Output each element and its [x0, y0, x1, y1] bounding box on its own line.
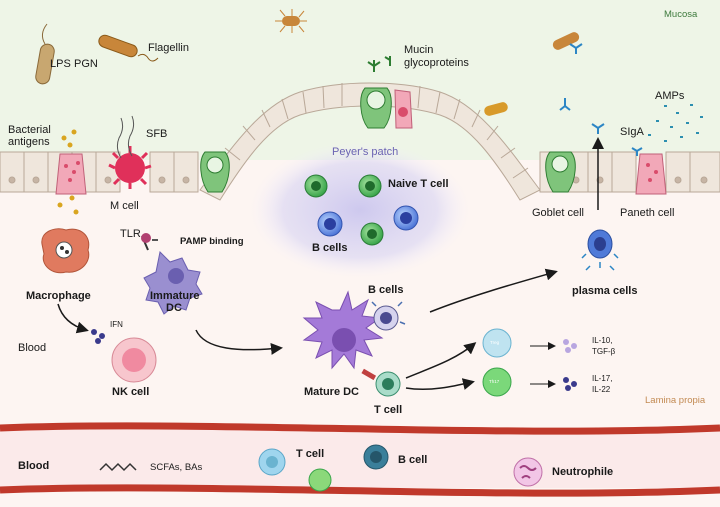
th17-cell-shape — [482, 367, 512, 397]
immature-dc-label-2: DC — [166, 302, 182, 314]
goblet-cell-right — [545, 151, 576, 193]
nk-cell-label: NK cell — [112, 386, 150, 398]
pamp-binding-label: PAMP binding — [180, 236, 244, 247]
mature-dc-shape — [302, 290, 384, 370]
scfa-zigzag — [99, 462, 137, 472]
scfa-label: SCFAs, BAs — [150, 462, 203, 473]
th17-label: Th17 — [489, 379, 500, 384]
right-bacterium — [484, 32, 580, 116]
paneth-cell-right — [635, 153, 667, 195]
mucosa-label: Mucosa — [664, 9, 698, 20]
ifn-dots — [91, 329, 105, 344]
dc-maturation-arrow — [195, 329, 283, 355]
amps-label: AMPs — [655, 90, 685, 102]
blood-vessel-lumen — [0, 428, 720, 488]
il10-dots — [563, 339, 577, 353]
mucin-label-2: glycoproteins — [404, 57, 469, 69]
epithelium-left — [0, 151, 199, 193]
flagellin-label: Flagellin — [148, 42, 189, 54]
mucin-label-1: Mucin — [404, 44, 434, 56]
macrophage-arrow — [57, 303, 89, 334]
peyers-patch-label: Peyer's patch — [332, 146, 399, 158]
vessel-t-cell-green — [308, 468, 332, 492]
il10-label-1: IL-10, — [592, 336, 613, 345]
peyers-patch-glow — [250, 142, 470, 278]
b-cells-label: B cells — [368, 284, 404, 296]
blood-side-label: Blood — [18, 342, 47, 354]
macrophage-label: Macrophage — [26, 290, 91, 302]
sfb-label: SFB — [146, 128, 168, 140]
treg-cell-shape — [482, 328, 512, 358]
goblet-cell-left — [200, 151, 230, 193]
vessel-wall-top — [0, 422, 720, 435]
lps-bacterium — [35, 23, 55, 85]
plasma-cells-label: plasma cells — [572, 285, 638, 297]
amps-dots — [648, 104, 703, 142]
vessel-wall-bottom — [0, 484, 720, 497]
tlr-receptor — [141, 233, 151, 243]
paneth-cell-left — [55, 153, 87, 195]
il10-label-2: TGF-β — [592, 347, 616, 356]
bacterial-antigens-label-1: Bacterial — [8, 124, 51, 136]
mucin-glyco — [367, 56, 391, 72]
treg-label: Treg — [490, 340, 500, 345]
il17-label-1: IL-17, — [592, 374, 613, 383]
goblet-cell-label: Goblet cell — [532, 207, 584, 219]
sigA-label: SIgA — [620, 126, 644, 138]
sigA-antibodies — [559, 43, 643, 156]
immature-dc-label-1: Immature — [150, 290, 200, 302]
t-to-th17-arrow — [405, 378, 475, 391]
il17-dots — [563, 377, 577, 391]
pgn-label: PGN — [74, 58, 98, 70]
plasma-cell-shape — [581, 229, 619, 271]
sfb-strand — [116, 117, 124, 159]
t-cell-label: T cell — [374, 404, 403, 416]
ifn-label: IFN — [110, 320, 123, 329]
vessel-t-cell-label: T cell — [296, 448, 325, 460]
antigen-dots — [57, 129, 79, 215]
lamina-propria-label: Lamina propia — [645, 395, 706, 406]
naive-t-cell-label: Naive T cell — [388, 178, 449, 190]
paneth-cell-label: Paneth cell — [620, 207, 675, 219]
neutrophile-label: Neutrophile — [552, 466, 614, 478]
bacterial-antigens-label-2: antigens — [8, 136, 50, 148]
mature-dc-label: Mature DC — [304, 386, 360, 398]
t-to-treg-arrow — [405, 342, 477, 379]
il17-label-2: IL-22 — [592, 385, 611, 394]
m-cell-label: M cell — [110, 200, 139, 212]
tlr-label: TLR — [120, 228, 141, 240]
neutrophile-shape — [513, 457, 543, 487]
spiky-bacterium — [275, 9, 307, 33]
goblet-cell-dome — [360, 87, 413, 129]
m-cell-shape — [108, 146, 152, 189]
vessel-b-cell-label: B cell — [398, 454, 428, 466]
macrophage-shape — [41, 228, 90, 274]
lps-label: LPS — [50, 58, 71, 70]
blood-vessel-label: Blood — [18, 460, 50, 472]
pp-b-cells-label: B cells — [312, 242, 348, 254]
flagellin-bacterium — [98, 34, 159, 62]
b-to-plasma-arrow — [429, 268, 558, 313]
immature-dc-shape — [143, 250, 203, 315]
